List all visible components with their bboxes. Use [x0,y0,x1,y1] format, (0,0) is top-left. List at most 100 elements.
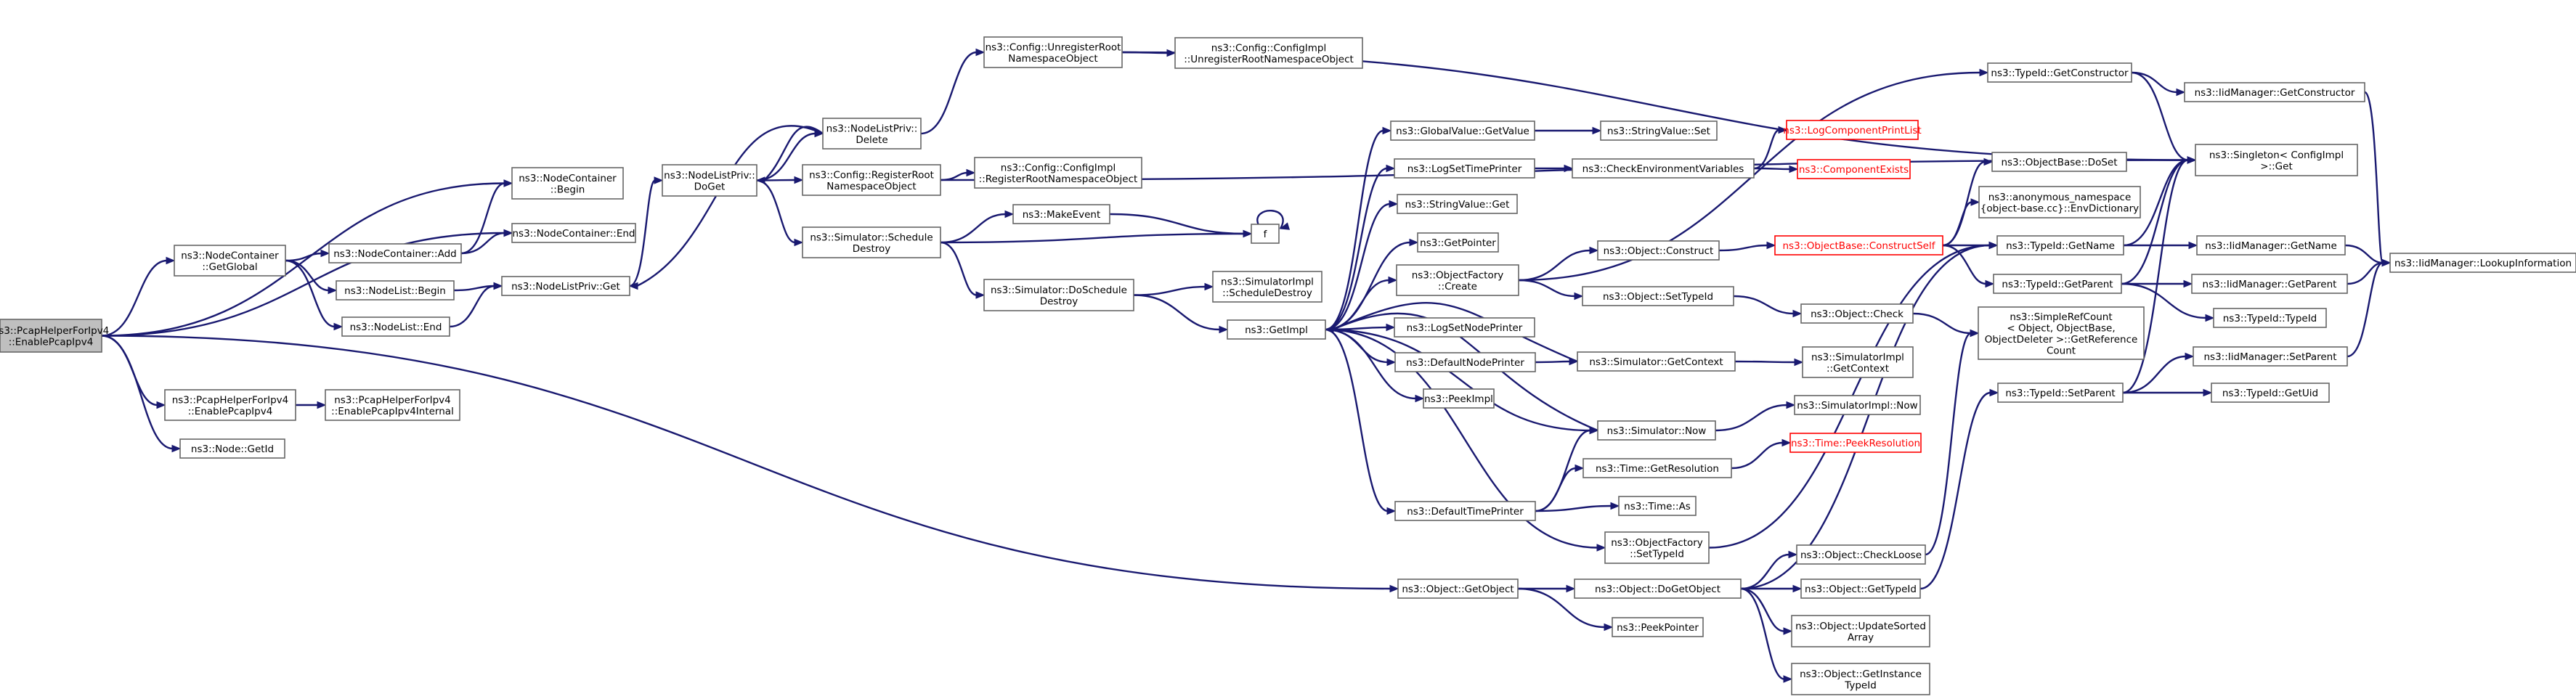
node-logsetnode[interactable]: ns3::LogSetNodePrinter [1394,317,1535,338]
node-peekimpl[interactable]: ns3::PeekImpl [1423,388,1495,409]
node-logsettime[interactable]: ns3::LogSetTimePrinter [1394,158,1535,179]
node-simimpl-sched[interactable]: ns3::SimulatorImpl::ScheduleDestroy [1212,271,1322,303]
node-sv-get[interactable]: ns3::StringValue::Get [1397,194,1518,214]
node-nlp-get[interactable]: ns3::NodeListPriv::Get [501,276,630,296]
node-label: ns3::MakeEvent [1023,209,1101,221]
node-objbase-doset[interactable]: ns3::ObjectBase::DoSet [1991,152,2127,172]
node-cfg-unreg[interactable]: ns3::Config::UnregisterRootNamespaceObje… [983,36,1123,68]
node-nl-begin[interactable]: ns3::NodeList::Begin [336,280,455,301]
node-sim-now[interactable]: ns3::Simulator::Now [1597,420,1716,441]
edge-line [1731,441,1784,470]
node-epi-internal[interactable]: ns3::PcapHelperForIpv4::EnablePcapIpv4In… [325,389,460,421]
node-obj-construct[interactable]: ns3::Object::Construct [1597,240,1720,261]
node-obj-check[interactable]: ns3::Object::Check [1800,303,1914,324]
node-nl-end[interactable]: ns3::NodeList::End [341,316,450,337]
node-node-getid[interactable]: ns3::Node::GetId [179,438,285,459]
node-cfgimpl-reg[interactable]: ns3::Config::ConfigImpl::RegisterRootNam… [974,157,1142,189]
node-box [662,164,757,197]
node-getpointer[interactable]: ns3::GetPointer [1417,232,1499,253]
node-label: ns3::NodeContainer::Add [333,248,456,260]
node-anon-envdict[interactable]: ns3::anonymous_namespace{object-base.cc}… [1978,186,2141,218]
call-edge [1733,295,1803,318]
node-deftimeprinter[interactable]: ns3::DefaultTimePrinter [1394,501,1536,521]
node-compexists[interactable]: ns3::ComponentExists [1797,159,1911,179]
node-obj-settypeid[interactable]: ns3::Object::SetTypeId [1582,286,1734,306]
node-tid-getctor[interactable]: ns3::TypeId::GetConstructor [1987,62,2132,83]
node-box [1774,235,1943,256]
node-getimpl[interactable]: ns3::GetImpl [1227,319,1326,340]
node-tid-setparent[interactable]: ns3::TypeId::SetParent [1997,383,2124,403]
node-label: ns3::SimpleRefCount [2010,311,2112,323]
edge-line [101,232,505,337]
node-cfg-reg[interactable]: ns3::Config::RegisterRootNamespaceObject [802,164,941,196]
edge-line [1518,279,1576,298]
node-tid-getparent[interactable]: ns3::TypeId::GetParent [1993,274,2122,294]
edge-line [629,179,657,287]
node-peekpointer[interactable]: ns3::PeekPointer [1612,617,1704,637]
node-nc-add[interactable]: ns3::NodeContainer::Add [328,243,462,263]
node-box [1993,274,2122,294]
node-sv-set[interactable]: ns3::StringValue::Set [1600,120,1718,141]
node-label: ::UnregisterRootNamespaceObject [1184,54,1354,65]
node-iid-getctor[interactable]: ns3::IidManager::GetConstructor [2184,82,2365,102]
node-tid-getname[interactable]: ns3::TypeId::GetName [1996,235,2124,256]
edge-line [460,182,505,255]
node-objfact-settypeid[interactable]: ns3::ObjectFactory::SetTypeId [1604,531,1710,564]
node-box [1582,286,1734,306]
edge-arrowhead [1783,675,1793,683]
node-sim-sched[interactable]: ns3::Simulator::ScheduleDestroy [802,226,941,258]
node-f[interactable]: f [1251,224,1280,244]
edge-arrowhead [1592,126,1602,135]
node-time-as[interactable]: ns3::Time::As [1618,496,1697,516]
node-iid-getparent[interactable]: ns3::IidManager::GetParent [2191,274,2348,294]
node-makeevent[interactable]: ns3::MakeEvent [1012,204,1110,224]
call-edge [940,168,976,181]
node-logcomplist[interactable]: ns3::LogComponentPrintList [1783,120,1922,140]
node-nc-begin[interactable]: ns3::NodeContainer::Begin [511,167,624,200]
node-box [1997,383,2124,403]
node-nlp-delete[interactable]: ns3::NodeListPriv::Delete [822,118,922,150]
node-simimpl-getcontext[interactable]: ns3::SimulatorImpl::GetContext [1802,346,1914,378]
node-cfgimpl-unreg[interactable]: ns3::Config::ConfigImpl::UnregisterRootN… [1174,37,1363,69]
node-label: ns3::NodeContainer [181,250,279,261]
node-obj-dogetobject[interactable]: ns3::Object::DoGetObject [1574,579,1742,599]
edge-line [1740,587,1785,632]
node-box [1417,232,1499,253]
node-iid-getname[interactable]: ns3::IidManager::GetName [2196,235,2346,256]
node-defnodeprinter[interactable]: ns3::DefaultNodePrinter [1394,352,1536,372]
node-gv-getvalue[interactable]: ns3::GlobalValue::GetValue [1390,120,1535,141]
node-obj-checkloose[interactable]: ns3::Object::CheckLoose [1796,544,1926,565]
node-iid-setparent[interactable]: ns3::IidManager::SetParent [2193,346,2348,367]
node-time-getres[interactable]: ns3::Time::GetResolution [1582,458,1732,478]
node-nc-end[interactable]: ns3::NodeContainer::End [511,223,636,243]
node-label: DoGet [694,181,726,192]
node-iid-lookup[interactable]: ns3::IidManager::LookupInformation [2389,253,2576,273]
node-objbase-cs[interactable]: ns3::ObjectBase::ConstructSelf [1774,235,1943,256]
node-label: ns3::Object::GetTypeId [1805,584,1917,595]
node-nc-getglobal[interactable]: ns3::NodeContainer::GetGlobal [174,245,286,277]
node-singleton-get[interactable]: ns3::Singleton< ConfigImpl>::Get [2195,144,2358,176]
call-edge [2347,258,2392,358]
edge-line [2344,244,2384,264]
node-label: ns3::IidManager::LookupInformation [2394,258,2572,269]
edge-line [1325,328,1417,400]
node-checkenv[interactable]: ns3::CheckEnvironmentVariables [1572,158,1755,179]
node-objfact-create[interactable]: ns3::ObjectFactory::Create [1396,264,1519,296]
node-tid-getuid[interactable]: ns3::TypeId::GetUid [2211,383,2330,403]
node-sim-getcontext[interactable]: ns3::Simulator::GetContext [1577,351,1736,372]
node-obj-gettypeid[interactable]: ns3::Object::GetTypeId [1800,579,1921,599]
node-simimpl-now[interactable]: ns3::SimulatorImpl::Now [1794,395,1921,415]
edge-arrowhead [1409,238,1419,247]
node-obj-getobject[interactable]: ns3::Object::GetObject [1397,579,1519,599]
edge-line [1256,210,1284,229]
node-time-peekres[interactable]: ns3::Time::PeekResolution [1789,433,1922,453]
edge-arrowhead [1386,507,1397,515]
node-srefcount[interactable]: ns3::SimpleRefCount< Object, ObjectBase,… [1978,306,2145,360]
node-eph-enable[interactable]: ns3::PcapHelperForIpv4::EnablePcapIpv4 [164,389,296,421]
node-nlp-doget[interactable]: ns3::NodeListPriv::DoGet [662,164,757,197]
edge-line [1942,244,1987,285]
node-tid-typeid[interactable]: ns3::TypeId::TypeId [2213,308,2327,328]
